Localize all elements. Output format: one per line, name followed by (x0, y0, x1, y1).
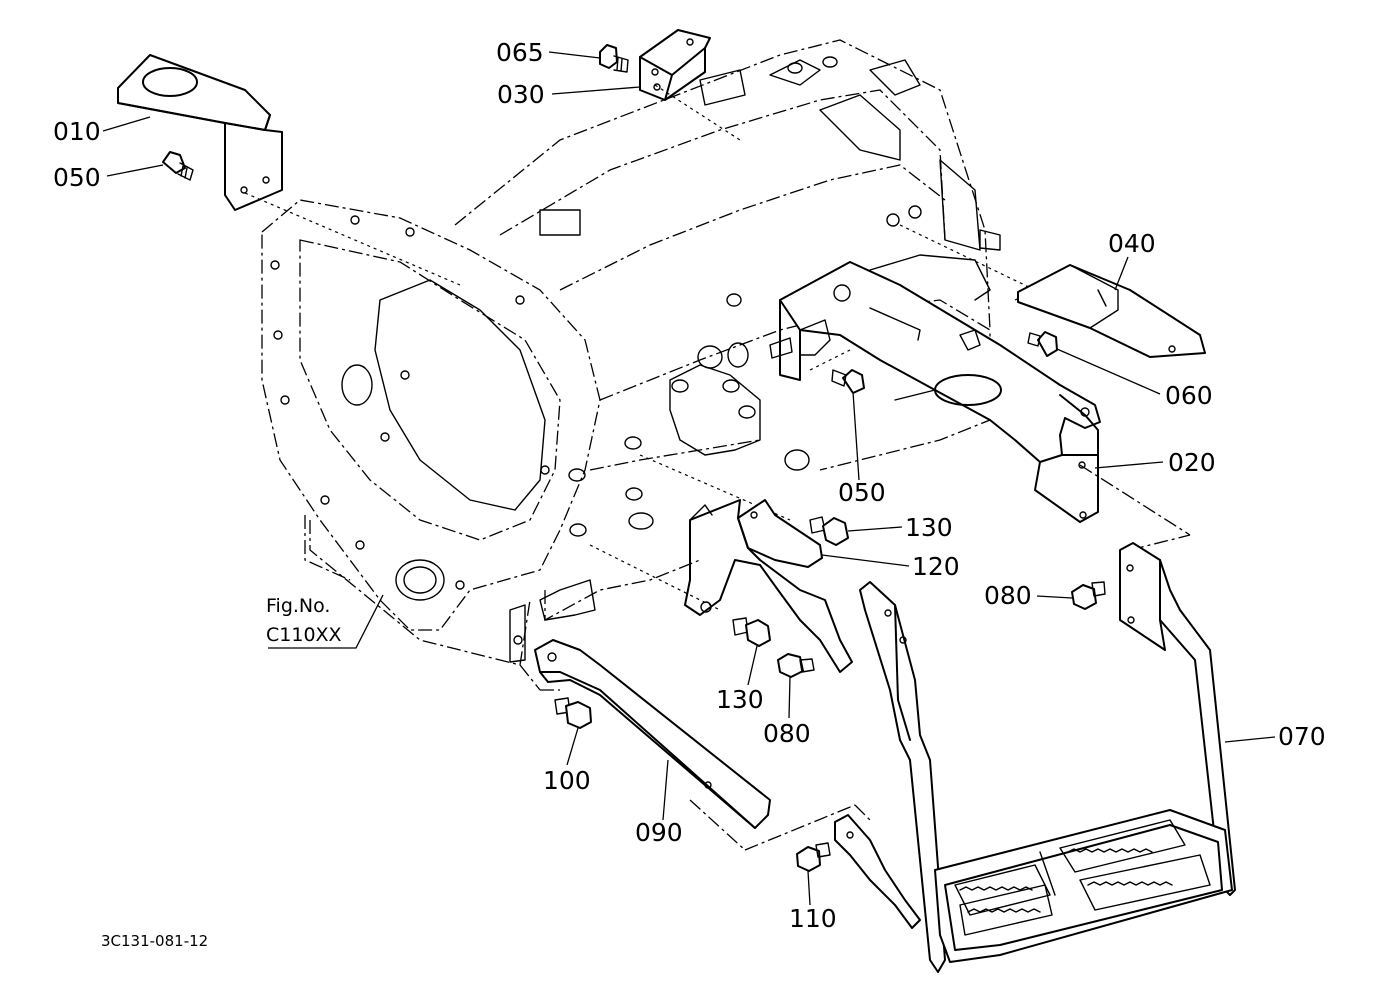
callout-090: 090 (635, 818, 683, 847)
callout-130-upper: 130 (905, 513, 953, 542)
callout-070: 070 (1278, 722, 1326, 751)
callout-120: 120 (912, 552, 960, 581)
bolt-065 (599, 44, 629, 73)
tread-teeth (959, 848, 1173, 913)
callout-labels: 010 020 030 040 050 050 060 065 070 080 … (53, 38, 1326, 933)
callout-050-center: 050 (838, 478, 886, 507)
part-040-bracket (1017, 264, 1206, 358)
part-020-bracket (769, 261, 1101, 523)
callout-110: 110 (789, 904, 837, 933)
part-090-bar (534, 639, 771, 829)
flange-bolt-holes (270, 215, 550, 590)
callout-080-right: 080 (984, 581, 1032, 610)
bolt-050-upper-left (162, 151, 194, 181)
assembly-lines (244, 84, 1191, 851)
part-070-step (834, 542, 1236, 973)
part-120-bracket (684, 499, 853, 673)
leader-lines (102, 51, 1276, 906)
callout-080-lower: 080 (763, 719, 811, 748)
bolt-060 (1027, 331, 1058, 357)
bolt-050-center (831, 369, 865, 394)
figure-ref-line1: Fig.No. (266, 595, 330, 617)
callout-040: 040 (1108, 229, 1156, 258)
callout-050-upper-left: 050 (53, 163, 101, 192)
bolt-080-right (1071, 581, 1106, 610)
callout-130-lower: 130 (716, 685, 764, 714)
bolt-100 (554, 697, 592, 729)
callout-020: 020 (1168, 448, 1216, 477)
bolt-130-upper (809, 516, 849, 546)
part-010-bracket (117, 54, 283, 211)
figure-ref-line2: C110XX (266, 624, 342, 646)
callout-060: 060 (1165, 381, 1213, 410)
callout-010: 010 (53, 117, 101, 146)
bolt-080-lower (777, 653, 815, 678)
callout-065: 065 (496, 38, 544, 67)
figure-reference: Fig.No. C110XX (266, 595, 342, 646)
bolt-110 (796, 842, 831, 872)
callout-030: 030 (497, 80, 545, 109)
callout-100: 100 (543, 766, 591, 795)
part-030-bracket (639, 29, 711, 101)
bolt-130-lower (732, 617, 771, 647)
drawing-code: 3C131-081-12 (101, 932, 208, 950)
transmission-housing (261, 39, 1001, 666)
